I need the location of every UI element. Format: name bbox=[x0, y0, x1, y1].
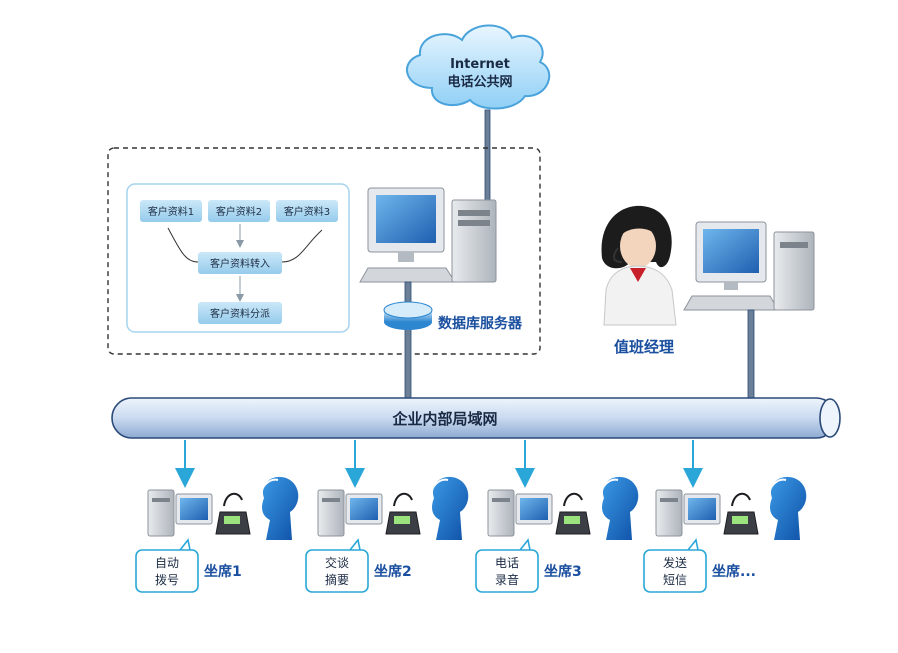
seat-phone-display bbox=[224, 516, 240, 524]
server-tower-drive bbox=[458, 210, 490, 216]
lan-pipe bbox=[111, 397, 841, 439]
customer-source-box-1 bbox=[140, 200, 202, 222]
seat-feature-bubble bbox=[305, 538, 369, 593]
agent-headset-icon bbox=[432, 476, 469, 540]
server-screen bbox=[376, 195, 436, 243]
agent-headset-icon bbox=[262, 476, 299, 540]
duty-manager-label: 值班经理 bbox=[614, 338, 674, 356]
seat-label: 坐席3 bbox=[544, 563, 582, 580]
seat-feature-line1: 交谈 bbox=[325, 555, 349, 570]
seat-headset-cord bbox=[731, 492, 751, 507]
manager-monitor-stand bbox=[724, 282, 738, 290]
internet-cloud: Internet 电话公共网 bbox=[406, 24, 551, 110]
seat-phone-display bbox=[564, 516, 580, 524]
seat-feature-line2: 拨号 bbox=[155, 573, 179, 587]
seat-tower-drive bbox=[492, 498, 510, 502]
customer-source-label-2: 客户资料2 bbox=[216, 205, 262, 218]
flow-curve-right bbox=[281, 229, 323, 263]
server-tower-drive-2 bbox=[458, 220, 490, 226]
seat-tower bbox=[147, 489, 175, 537]
agent-headset-band bbox=[430, 478, 449, 497]
customer-source-box-2 bbox=[208, 200, 270, 222]
server-keyboard bbox=[359, 267, 456, 283]
seat-label: 坐席2 bbox=[374, 563, 412, 580]
flow-curve-left bbox=[167, 227, 199, 263]
seat-feature-bubble bbox=[643, 538, 707, 593]
duty-manager bbox=[601, 205, 815, 326]
seat-tower-drive bbox=[660, 498, 678, 502]
seat-tower-drive bbox=[152, 498, 170, 502]
seat-screen bbox=[688, 498, 716, 520]
agent-headset-band bbox=[260, 478, 279, 497]
db-server-label: 数据库服务器 bbox=[438, 315, 523, 332]
manager-screen bbox=[703, 229, 759, 273]
seat-screen bbox=[350, 498, 378, 520]
seat-feature-line1: 自动 bbox=[155, 556, 179, 570]
seat-feature-line1: 发送 bbox=[663, 555, 687, 570]
seat-headset-cord bbox=[393, 492, 413, 507]
customer-flow-panel: 客户资料1 客户资料2 客户资料3 客户资料转入 客户资料分派 bbox=[126, 183, 350, 333]
seat-feature-bubble bbox=[135, 538, 199, 593]
seat-feature-line2: 短信 bbox=[663, 573, 687, 587]
seat-headset-cord bbox=[563, 492, 583, 507]
seat-screen bbox=[180, 498, 208, 520]
seat-phone-display bbox=[394, 516, 410, 524]
customer-source-box-3 bbox=[276, 200, 338, 222]
agent-headset-band bbox=[768, 478, 787, 497]
seat-screen bbox=[520, 498, 548, 520]
seat-tower bbox=[655, 489, 683, 537]
seat-tower bbox=[317, 489, 345, 537]
server-monitor-stand bbox=[398, 252, 414, 262]
customer-distribute-label: 客户资料分派 bbox=[210, 307, 270, 320]
db-server-computer bbox=[359, 187, 497, 283]
manager-avatar bbox=[601, 205, 677, 326]
agent-headset-band bbox=[600, 478, 619, 497]
manager-lan-link bbox=[747, 309, 755, 401]
customer-source-label-1: 客户资料1 bbox=[148, 205, 194, 218]
lan-label: 企业内部局域网 bbox=[391, 410, 497, 428]
agent-headset-icon bbox=[602, 476, 639, 540]
seat-feature-bubble bbox=[475, 538, 539, 593]
customer-source-label-3: 客户资料3 bbox=[284, 205, 330, 218]
manager-keyboard bbox=[683, 295, 779, 311]
seat-label: 坐席... bbox=[712, 563, 756, 580]
agent-headset-icon bbox=[770, 476, 807, 540]
manager-tower-drive bbox=[780, 242, 808, 248]
customer-import-label: 客户资料转入 bbox=[210, 257, 270, 270]
seat-headset-cord bbox=[223, 492, 243, 507]
seat-label: 坐席1 bbox=[204, 563, 242, 580]
internet-uplink bbox=[484, 109, 491, 211]
internet-label: Internet bbox=[450, 57, 510, 72]
seat-tower bbox=[487, 489, 515, 537]
manager-tower bbox=[773, 231, 815, 311]
seat-feature-line1: 电话 bbox=[495, 556, 519, 570]
server-zone-boundary bbox=[107, 147, 541, 355]
database-icon bbox=[383, 301, 433, 330]
customer-distribute-box bbox=[198, 302, 282, 324]
seat-feature-line2: 摘要 bbox=[325, 572, 349, 587]
seat-phone-display bbox=[732, 516, 748, 524]
server-lan-link bbox=[404, 281, 412, 401]
pstn-label: 电话公共网 bbox=[447, 74, 512, 90]
customer-import-box bbox=[198, 252, 282, 274]
seat-tower-drive bbox=[322, 498, 340, 502]
seat-feature-line2: 录音 bbox=[495, 572, 519, 587]
